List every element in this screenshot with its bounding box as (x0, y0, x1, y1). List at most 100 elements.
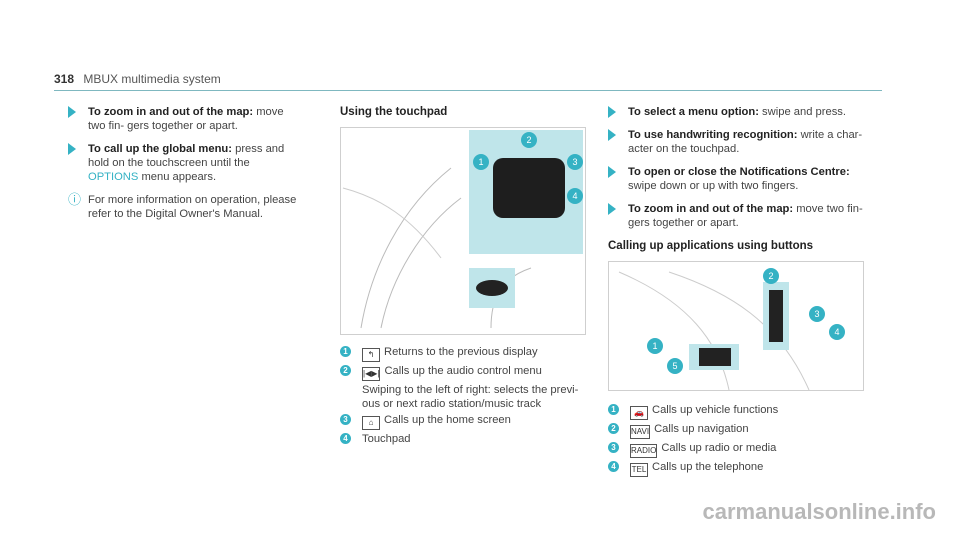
buttons-illustration: 1 2 3 4 5 (618, 268, 845, 391)
step-arrow-icon (608, 203, 616, 215)
legend-number: 1 (608, 404, 619, 415)
navi-icon: NAVI (630, 425, 651, 439)
line (618, 271, 730, 391)
legend-number: 3 (608, 442, 619, 453)
options-menu-label: OPTIONS (88, 171, 139, 183)
callout-1 (473, 154, 489, 170)
vehicle-icon: 🚗 (630, 406, 648, 420)
step-text: move two fin- gers together or apart. (628, 203, 863, 229)
touchpad-surface (493, 158, 565, 218)
legend-number: 1 (340, 346, 351, 357)
callout-5 (667, 358, 683, 374)
callout-label: 2 (526, 135, 531, 145)
page-header-title: MBUX multimedia system (83, 72, 221, 86)
step-title: To zoom in and out of the map: (628, 203, 794, 215)
legend-text: Calls up the audio control menu (384, 365, 542, 377)
step-text: menu appears. (138, 171, 217, 183)
callout-label: 3 (814, 309, 819, 319)
legend-number: 2 (608, 423, 619, 434)
step-notifications: To open or close the Notifications Centr… (608, 165, 870, 193)
inset-touchpad (476, 280, 508, 296)
legend-text: Calls up the telephone (652, 461, 764, 473)
button-strip (699, 348, 731, 366)
legend-number: 3 (340, 414, 351, 425)
line (342, 187, 442, 259)
note-text: For more information on operation, pleas… (88, 194, 297, 220)
legend-text: Calls up radio or media (661, 442, 777, 454)
line (380, 197, 462, 329)
step-title: To zoom in and out of the map: (88, 106, 254, 118)
step-handwriting: To use handwriting recognition: write a … (608, 128, 870, 156)
legend-item: 2 |◀▶|Calls up the audio control menu (340, 364, 588, 381)
step-arrow-icon (608, 166, 616, 178)
legend-text: Swiping to the left of right: selects th… (362, 384, 579, 410)
touchpad-illustration: 1 2 3 4 (342, 130, 583, 329)
button-strip (769, 290, 783, 342)
step-text: press and hold on the touchscreen until … (88, 143, 285, 169)
callout-label: 4 (572, 191, 577, 201)
step-title: To select a menu option: (628, 106, 759, 118)
callout-2 (521, 132, 537, 148)
step-text: write a char- acter on the touchpad. (628, 129, 863, 155)
callout-4 (567, 188, 583, 204)
callout-label: 4 (834, 327, 839, 337)
legend-number: 4 (340, 433, 351, 444)
step-text: move two fin- gers together or apart. (88, 106, 284, 132)
info-icon: ⓘ (68, 192, 82, 207)
back-icon: ↰ (362, 348, 380, 362)
callout-label: 1 (478, 157, 483, 167)
legend-text: Returns to the previous display (384, 346, 538, 358)
callout-1 (647, 338, 663, 354)
step-text: swipe down or up with two fingers. (628, 180, 799, 192)
column-middle: Using the touchpad 1 2 3 4 1 ↰ Returns to … (340, 105, 588, 448)
step-arrow-icon (68, 143, 76, 155)
step-arrow-icon (608, 129, 616, 141)
step-global-menu: To call up the global menu: press and ho… (68, 142, 300, 184)
home-icon: ⌂ (362, 416, 380, 430)
callout-label: 3 (572, 157, 577, 167)
touchpad-figure: 1 2 3 4 (340, 127, 586, 335)
legend-number: 4 (608, 461, 619, 472)
callout-2 (763, 268, 779, 284)
page-number: 318 (54, 72, 75, 86)
legend-number: 2 (340, 365, 351, 376)
legend-item-detail: Swiping to the left of right: selects th… (340, 383, 588, 411)
step-title: To open or close the Notifications Centr… (628, 166, 850, 178)
line (668, 271, 810, 391)
section-heading: Calling up applications using buttons (608, 240, 814, 252)
legend-text: Calls up navigation (654, 423, 749, 435)
step-arrow-icon (68, 106, 76, 118)
legend-text: Touchpad (362, 433, 411, 445)
legend-item: 1 🚗 Calls up vehicle functions (608, 403, 870, 420)
legend-item: 1 ↰ Returns to the previous display (340, 345, 588, 362)
section-heading: Using the touchpad (340, 106, 448, 118)
callout-label: 1 (652, 341, 657, 351)
legend-item: 3 ⌂ Calls up the home screen (340, 413, 588, 430)
watermark: carmanualsonline.info (702, 499, 937, 524)
page-header: 318 MBUX multimedia system (54, 72, 221, 86)
legend-item: 4 TEL Calls up the telephone (608, 460, 870, 477)
step-title: To call up the global menu: (88, 143, 232, 155)
callout-3 (567, 154, 583, 170)
legend-item: 4 Touchpad (340, 432, 588, 446)
info-note: ⓘ For more information on operation, ple… (68, 193, 300, 221)
audio-icon: |◀▶| (362, 367, 381, 381)
phone-icon: TEL (630, 463, 648, 477)
step-zoom: To zoom in and out of the map: move two … (608, 202, 870, 230)
callout-label: 2 (768, 271, 773, 281)
step-arrow-icon (608, 106, 616, 118)
step-text: swipe and press. (758, 106, 847, 118)
legend-text: Calls up vehicle functions (652, 404, 779, 416)
callout-4 (829, 324, 845, 340)
legend-text: Calls up the home screen (384, 414, 511, 426)
column-left: To zoom in and out of the map: move two … (68, 105, 300, 221)
header-rule (54, 90, 882, 91)
buttons-figure: 1 2 3 4 5 (608, 261, 864, 391)
step-zoom: To zoom in and out of the map: move two … (68, 105, 300, 133)
column-right: To select a menu option: swipe and press… (608, 105, 870, 479)
callout-label: 5 (672, 361, 677, 371)
step-select: To select a menu option: swipe and press… (608, 105, 870, 119)
step-title: To use handwriting recognition: (628, 129, 798, 141)
